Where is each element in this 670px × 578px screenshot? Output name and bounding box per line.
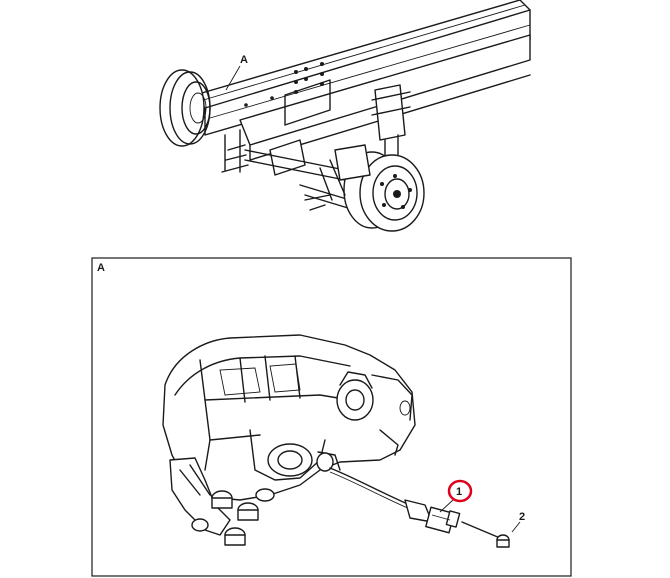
frame-rivets (244, 62, 324, 107)
caliper-bolts (191, 488, 275, 546)
sensor-wire (329, 467, 411, 506)
detail-view-a: A (91, 257, 572, 577)
brake-pad-wear-sensor (404, 499, 461, 534)
brake-caliper (162, 334, 416, 546)
left-wheel (159, 69, 211, 147)
callout-highlight-ring (447, 479, 473, 503)
detail-label-box: A (97, 262, 105, 274)
sensor-bolt (461, 521, 510, 548)
detail-frame (91, 257, 572, 577)
leader-line-a (225, 65, 241, 91)
detail-label-top: A (240, 54, 248, 66)
callout-2: 2 (511, 511, 525, 533)
callout-1-label: 1 (456, 486, 462, 498)
callout-1: 1 (439, 479, 473, 513)
callout-2-label: 2 (519, 511, 525, 523)
axle-assembly-illustration: A (159, 0, 531, 232)
